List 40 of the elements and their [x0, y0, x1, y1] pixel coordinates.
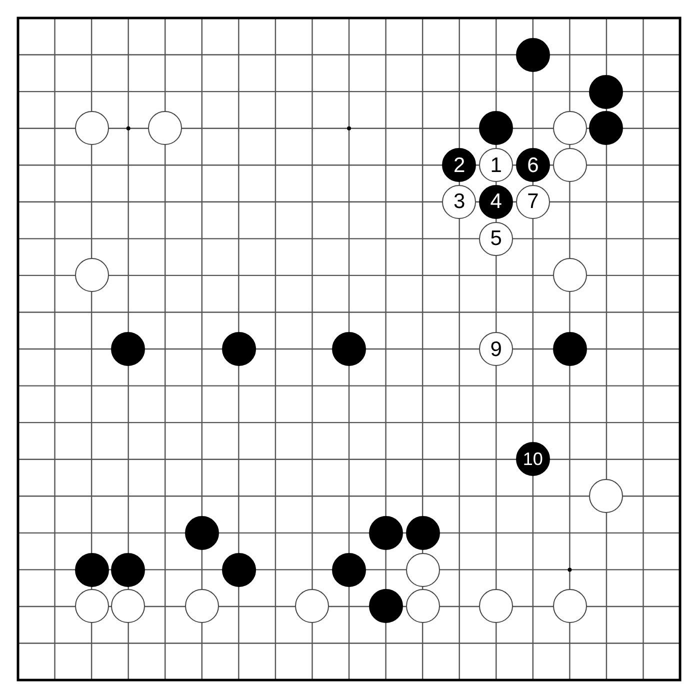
go-stone — [552, 589, 587, 624]
go-stone — [184, 589, 219, 624]
go-stone — [184, 516, 219, 550]
go-stone — [148, 111, 182, 146]
go-stone — [222, 552, 256, 587]
go-stone — [552, 111, 587, 146]
go-stone — [479, 589, 514, 624]
go-stone — [516, 38, 550, 72]
go-stone — [552, 332, 587, 366]
numbered-go-stone: 7 — [516, 184, 550, 219]
go-stone — [552, 258, 587, 292]
go-stone — [368, 516, 403, 550]
numbered-go-stone: 5 — [479, 222, 514, 256]
go-stone — [74, 552, 109, 587]
numbered-go-stone: 10 — [516, 442, 550, 476]
go-stone — [74, 258, 109, 292]
numbered-go-stone: 4 — [479, 184, 514, 219]
numbered-go-stone: 2 — [442, 148, 476, 182]
go-stone — [295, 589, 330, 624]
go-stone — [406, 552, 440, 587]
go-stone — [589, 479, 624, 514]
go-stone — [74, 589, 109, 624]
go-stone — [406, 589, 440, 624]
go-stone — [368, 589, 403, 624]
numbered-go-stone: 6 — [516, 148, 550, 182]
go-stone — [332, 552, 366, 587]
go-stone — [589, 111, 624, 146]
numbered-go-stone: 9 — [479, 332, 514, 366]
numbered-go-stone: 1 — [479, 148, 514, 182]
go-stone — [74, 111, 109, 146]
go-stone — [589, 74, 624, 109]
go-stone — [111, 552, 146, 587]
numbered-go-stone: 3 — [442, 184, 476, 219]
go-stone — [111, 589, 146, 624]
go-stone — [111, 332, 146, 366]
go-stone — [406, 516, 440, 550]
go-stone — [479, 111, 514, 146]
go-stone — [552, 148, 587, 182]
go-stone — [222, 332, 256, 366]
go-stone — [332, 332, 366, 366]
